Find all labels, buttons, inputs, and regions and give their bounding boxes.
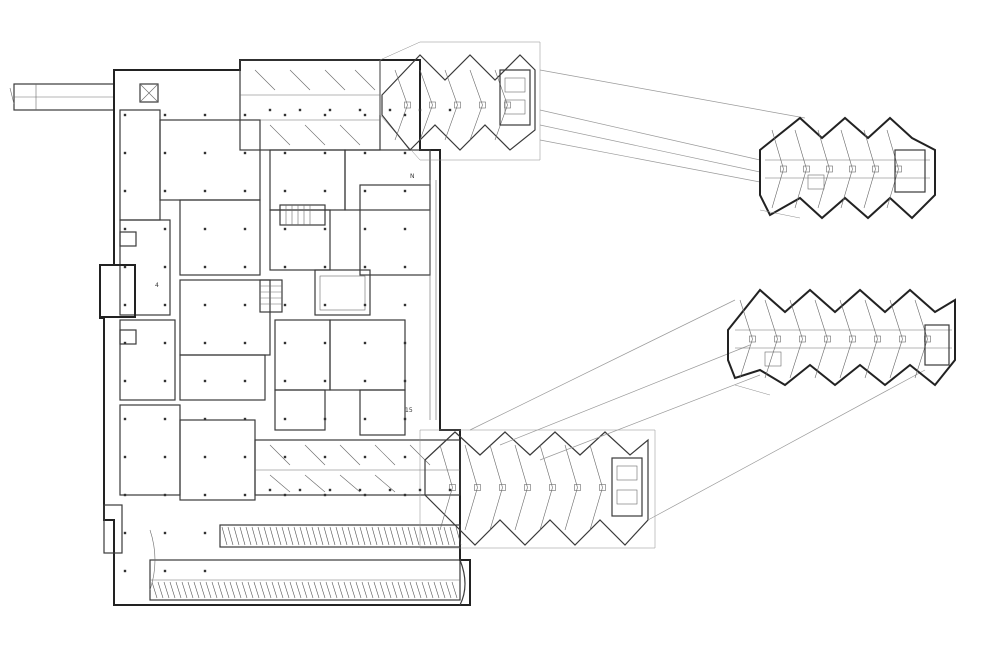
structural-columns	[123, 108, 452, 573]
room-tag: 4	[155, 282, 159, 289]
entry-corridor	[9, 83, 115, 111]
detail-upper-partitions	[771, 129, 902, 209]
corridor-mark: N	[410, 173, 415, 180]
room-tag: 15	[405, 407, 413, 414]
parking-hatch-north	[221, 526, 462, 546]
unit-cluster-north	[379, 41, 541, 161]
interior-rooms	[99, 83, 431, 554]
south-wing	[149, 439, 466, 606]
parking-hatch-south	[151, 581, 458, 599]
main-building: 4 15 N	[9, 59, 471, 606]
callout-leader-lines	[469, 69, 926, 521]
unit-cluster-south-partitions	[439, 444, 606, 531]
unit-cluster-north-partitions	[394, 69, 511, 141]
south-wing-partitions	[269, 444, 431, 493]
detail-plan-upper	[759, 116, 936, 220]
main-building-perimeter	[99, 59, 471, 606]
north-wing-partitions	[254, 69, 376, 146]
detail-plan-lower	[727, 288, 956, 396]
unit-cluster-south	[419, 429, 656, 549]
